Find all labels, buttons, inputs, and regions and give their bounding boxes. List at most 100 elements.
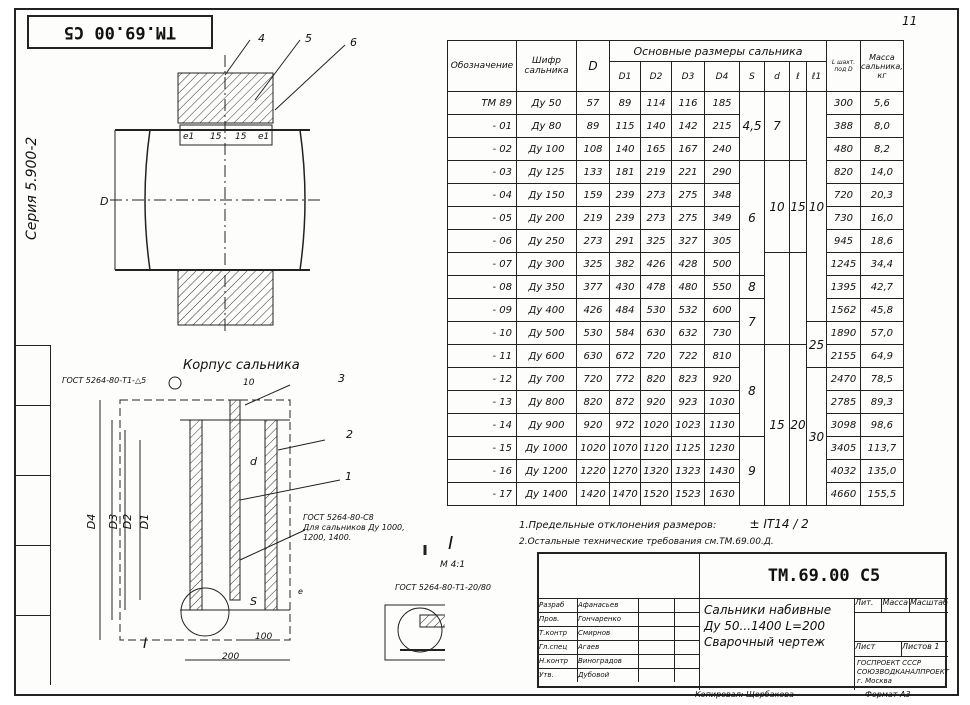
title-name: Сальники набивные Ду 50...1400 L=200 Сва… bbox=[699, 598, 854, 690]
D1-cell: 140 bbox=[609, 137, 641, 161]
D3-cell: 167 bbox=[671, 137, 705, 161]
D4-cell: 1430 bbox=[704, 459, 740, 483]
signer-role: Пров. bbox=[539, 613, 578, 626]
mass-cell: 57,0 bbox=[860, 321, 904, 345]
length-cell: 300 bbox=[826, 91, 861, 115]
S-merged-cell: 9 bbox=[739, 436, 765, 506]
D3-cell: 327 bbox=[671, 229, 705, 253]
signer-signature bbox=[639, 613, 675, 626]
mass-cell: 98,6 bbox=[860, 413, 904, 437]
signer-signature bbox=[639, 599, 675, 612]
D1-cell: 584 bbox=[609, 321, 641, 345]
D2-cell: 426 bbox=[640, 252, 672, 276]
D3-cell: 1125 bbox=[671, 436, 705, 460]
dim-D2: D2 bbox=[121, 513, 135, 530]
designation-cell: - 11 bbox=[447, 344, 517, 368]
sheets-label: Листов 1 bbox=[902, 642, 940, 651]
view-scale: М 4:1 bbox=[440, 560, 466, 570]
designation-cell: - 12 bbox=[447, 367, 517, 391]
l-merged-cell bbox=[789, 252, 807, 345]
mass-cell: 42,7 bbox=[860, 275, 904, 299]
length-cell: 2785 bbox=[826, 390, 861, 414]
length-cell: 4032 bbox=[826, 459, 861, 483]
signer-name: Агаев bbox=[578, 641, 639, 654]
D-cell: 108 bbox=[576, 137, 610, 161]
length-cell: 730 bbox=[826, 206, 861, 230]
D-cell: 133 bbox=[576, 160, 610, 184]
D1-cell: 181 bbox=[609, 160, 641, 184]
signer-signature bbox=[639, 655, 675, 668]
D1-cell: 239 bbox=[609, 183, 641, 207]
header-D1: D1 bbox=[609, 61, 641, 92]
dim-e1-left: e1 bbox=[183, 132, 195, 142]
D4-cell: 348 bbox=[704, 183, 740, 207]
callout-5: 5 bbox=[305, 32, 312, 45]
view-I-title: I bbox=[448, 533, 454, 554]
D2-cell: 530 bbox=[640, 298, 672, 322]
dim-10: 10 bbox=[243, 378, 255, 388]
D4-cell: 810 bbox=[704, 344, 740, 368]
D4-cell: 1230 bbox=[704, 436, 740, 460]
D3-cell: 1323 bbox=[671, 459, 705, 483]
signer-name: Смирнов bbox=[578, 627, 639, 640]
D4-cell: 1630 bbox=[704, 482, 740, 506]
housing-title: Корпус сальника bbox=[183, 358, 300, 373]
dim-100: 100 bbox=[255, 632, 273, 642]
D2-cell: 273 bbox=[640, 206, 672, 230]
D-cell: 426 bbox=[576, 298, 610, 322]
mass-cell: 78,5 bbox=[860, 367, 904, 391]
D3-cell: 480 bbox=[671, 275, 705, 299]
l1-merged-cell: 25 bbox=[806, 321, 827, 368]
length-cell: 1890 bbox=[826, 321, 861, 345]
l1-merged-cell: 30 bbox=[806, 367, 827, 506]
length-cell: 4660 bbox=[826, 482, 861, 506]
designation-cell: - 09 bbox=[447, 298, 517, 322]
callout-3: 3 bbox=[338, 372, 345, 385]
D-cell: 89 bbox=[576, 114, 610, 138]
D3-cell: 275 bbox=[671, 206, 705, 230]
designation-cell: - 14 bbox=[447, 413, 517, 437]
D2-cell: 1320 bbox=[640, 459, 672, 483]
D2-cell: 1120 bbox=[640, 436, 672, 460]
length-cell: 2155 bbox=[826, 344, 861, 368]
designation-cell: - 02 bbox=[447, 137, 517, 161]
code-cell: Ду 80 bbox=[516, 114, 577, 138]
D1-cell: 115 bbox=[609, 114, 641, 138]
D4-cell: 1030 bbox=[704, 390, 740, 414]
table-subheader-row: D1 D2 D3 D4 S d ℓ ℓ1 bbox=[448, 61, 904, 92]
dim-d: d bbox=[250, 455, 257, 468]
designation-cell: - 17 bbox=[447, 482, 517, 506]
length-cell: 1245 bbox=[826, 252, 861, 276]
mass-cell: 14,0 bbox=[860, 160, 904, 184]
D-cell: 720 bbox=[576, 367, 610, 391]
d-merged-cell: 10 bbox=[764, 160, 790, 253]
D4-cell: 920 bbox=[704, 367, 740, 391]
code-cell: Ду 1200 bbox=[516, 459, 577, 483]
gost-bottom: ГОСТ 5264-80-Т1-20/80 bbox=[395, 583, 491, 592]
header-D3: D3 bbox=[671, 61, 705, 92]
d-merged-cell: 15 bbox=[764, 344, 790, 506]
D3-cell: 632 bbox=[671, 321, 705, 345]
mass-cell: 45,8 bbox=[860, 298, 904, 322]
D-cell: 920 bbox=[576, 413, 610, 437]
S-merged-cell: 8 bbox=[739, 344, 765, 437]
D3-cell: 142 bbox=[671, 114, 705, 138]
callout-2: 2 bbox=[346, 428, 353, 441]
D2-cell: 630 bbox=[640, 321, 672, 345]
D1-cell: 382 bbox=[609, 252, 641, 276]
org-label: ГОСПРОЕКТ СССР СОЮЗВОДКАНАЛПРОЕКТ г. Мос… bbox=[857, 659, 949, 685]
D4-cell: 550 bbox=[704, 275, 740, 299]
d-merged-cell bbox=[764, 252, 790, 345]
D1-cell: 1270 bbox=[609, 459, 641, 483]
l-merged-cell: 20 bbox=[789, 344, 807, 506]
